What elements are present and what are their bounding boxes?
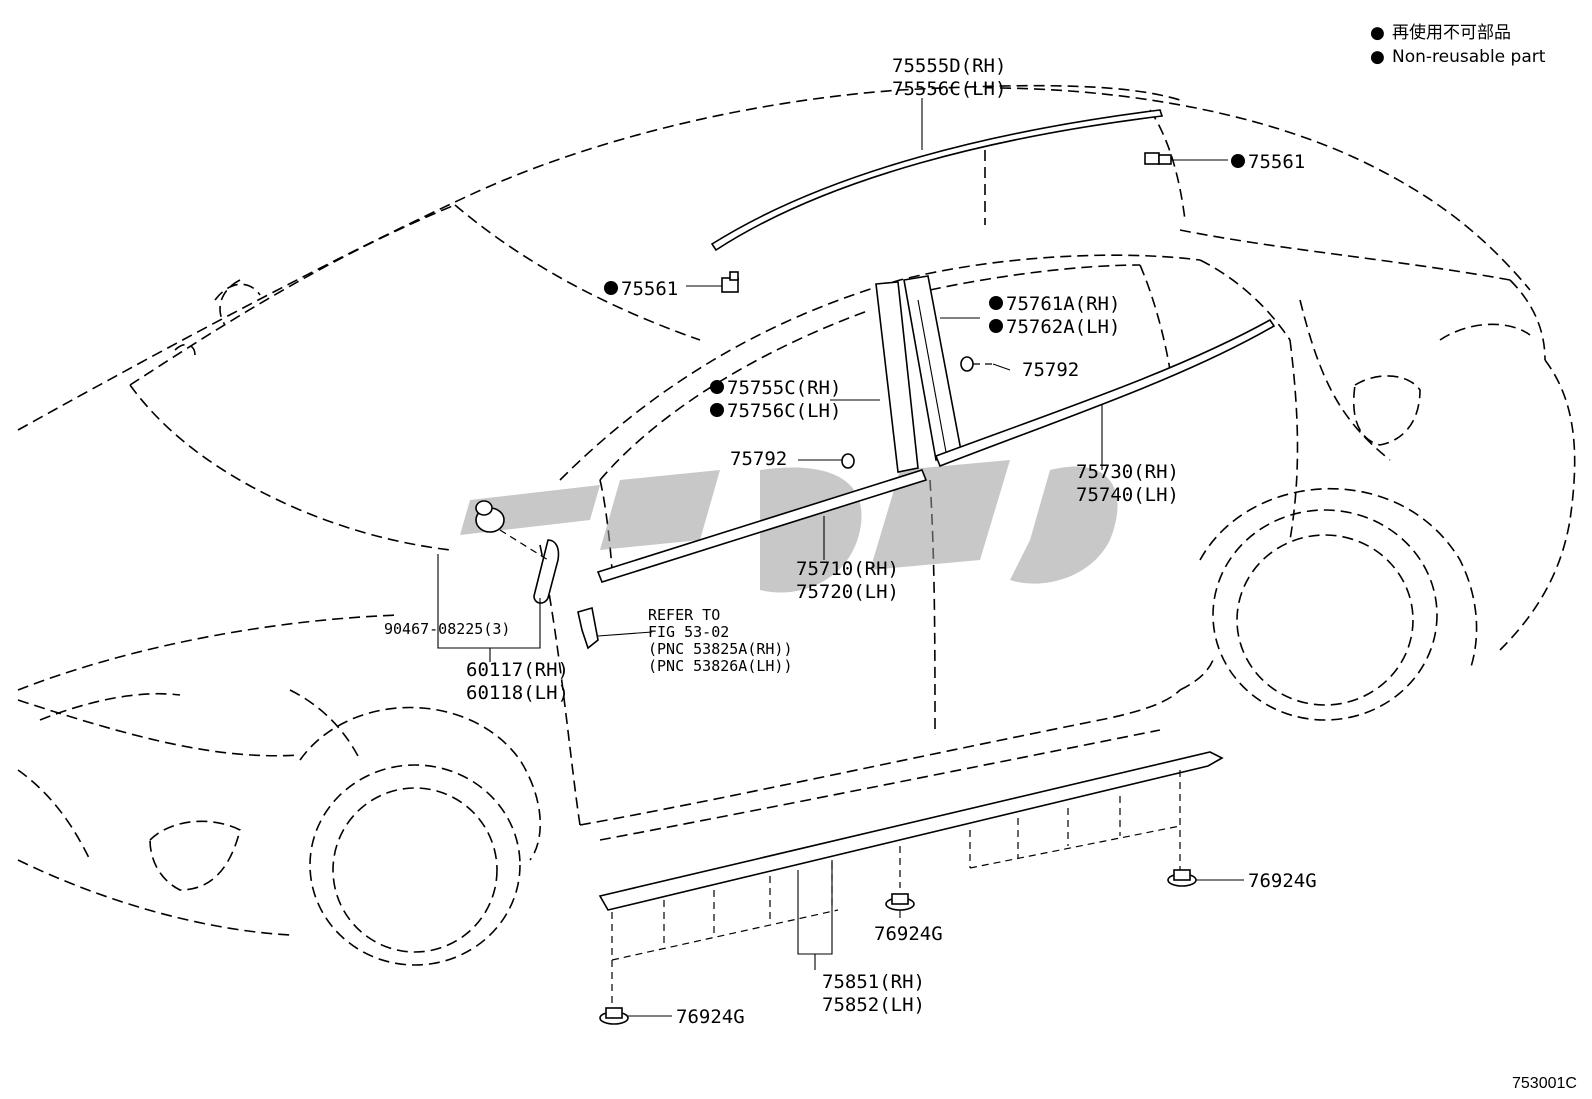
leader-lines [437, 98, 1103, 970]
nut-right-label: 76924G [1248, 870, 1317, 892]
roof-molding-lh-label: 75556C(LH) [892, 78, 1006, 100]
rear-pillar-garnish-rh-label: 75761A(RH) [1006, 293, 1120, 315]
non-reusable-bullet-icon [1231, 154, 1245, 168]
rocker-panel-molding [598, 751, 1224, 911]
rear-belt-molding [934, 318, 1276, 468]
non-reusable-bullet-icon [710, 403, 724, 417]
front-belt-molding [596, 469, 928, 583]
front-belt-molding-lh-label: 75720(LH) [796, 581, 899, 603]
front-belt-molding-rh-label: 75710(RH) [796, 558, 899, 580]
clip-front-pillar-label: 75792 [730, 448, 787, 470]
screw-label: 90467-08225(3) [384, 620, 510, 638]
nut-right-icon [1167, 869, 1244, 887]
refer-line-3: (PNC 53825A(RH)) [648, 640, 793, 658]
front-pillar-garnish-lh-label: 75756C(LH) [727, 400, 841, 422]
mirror-cover-garnish [533, 539, 560, 604]
pillar-clip-lower-icon [798, 453, 855, 469]
front-pillar-garnish-rh-label: 75755C(RH) [727, 377, 841, 399]
legend: ● 再使用不可部品 ● Non-reusable part [1370, 22, 1546, 67]
clip-rear-label: 75561 [1248, 151, 1305, 173]
rear-belt-molding-rh-label: 75730(RH) [1076, 461, 1179, 483]
non-reusable-bullet-icon [989, 319, 1003, 333]
roof-clip-front-icon [686, 271, 739, 293]
rear-belt-molding-lh-label: 75740(LH) [1076, 484, 1179, 506]
clip-front-label: 75561 [621, 278, 678, 300]
legend-bullet-1: ● [1370, 23, 1385, 43]
mirror-cover-rh-label: 60117(RH) [466, 659, 569, 681]
screw-icon [475, 500, 549, 561]
roof-molding [710, 109, 1164, 252]
non-reusable-bullet-icon [604, 281, 618, 295]
legend-line-en: Non-reusable part [1392, 47, 1546, 67]
rear-pillar-garnish-lh-label: 75762A(LH) [1006, 316, 1120, 338]
refer-line-2: FIG 53-02 [648, 623, 729, 641]
front-pillar-garnish [875, 281, 919, 473]
legend-line-jp: 再使用不可部品 [1392, 22, 1511, 43]
roof-molding-rh-label: 75555D(RH) [892, 55, 1006, 77]
rocker-molding-lh-label: 75852(LH) [822, 994, 925, 1016]
mirror-cover-lh-label: 60118(LH) [466, 682, 569, 704]
legend-bullet-2: ● [1370, 47, 1385, 67]
non-reusable-bullet-icon [710, 380, 724, 394]
nut-center-icon [885, 893, 915, 911]
car-body-outline [17, 84, 1576, 966]
refer-line-4: (PNC 53826A(LH)) [648, 657, 793, 675]
clip-rear-pillar-label: 75792 [1022, 359, 1079, 381]
rocker-molding-rh-label: 75851(RH) [822, 971, 925, 993]
non-reusable-bullet-icon [989, 296, 1003, 310]
nut-left-icon [599, 1007, 672, 1025]
refer-line-1: REFER TO [648, 606, 720, 624]
figure-code: 753001C [1512, 1075, 1577, 1092]
bracket-icon [577, 606, 653, 650]
pillar-clip-upper-icon [960, 356, 1011, 372]
watermark-logo [460, 460, 1118, 593]
roof-clip-rear-icon [1144, 152, 1228, 165]
nut-center-label: 76924G [874, 923, 943, 945]
nut-left-label: 76924G [676, 1006, 745, 1028]
